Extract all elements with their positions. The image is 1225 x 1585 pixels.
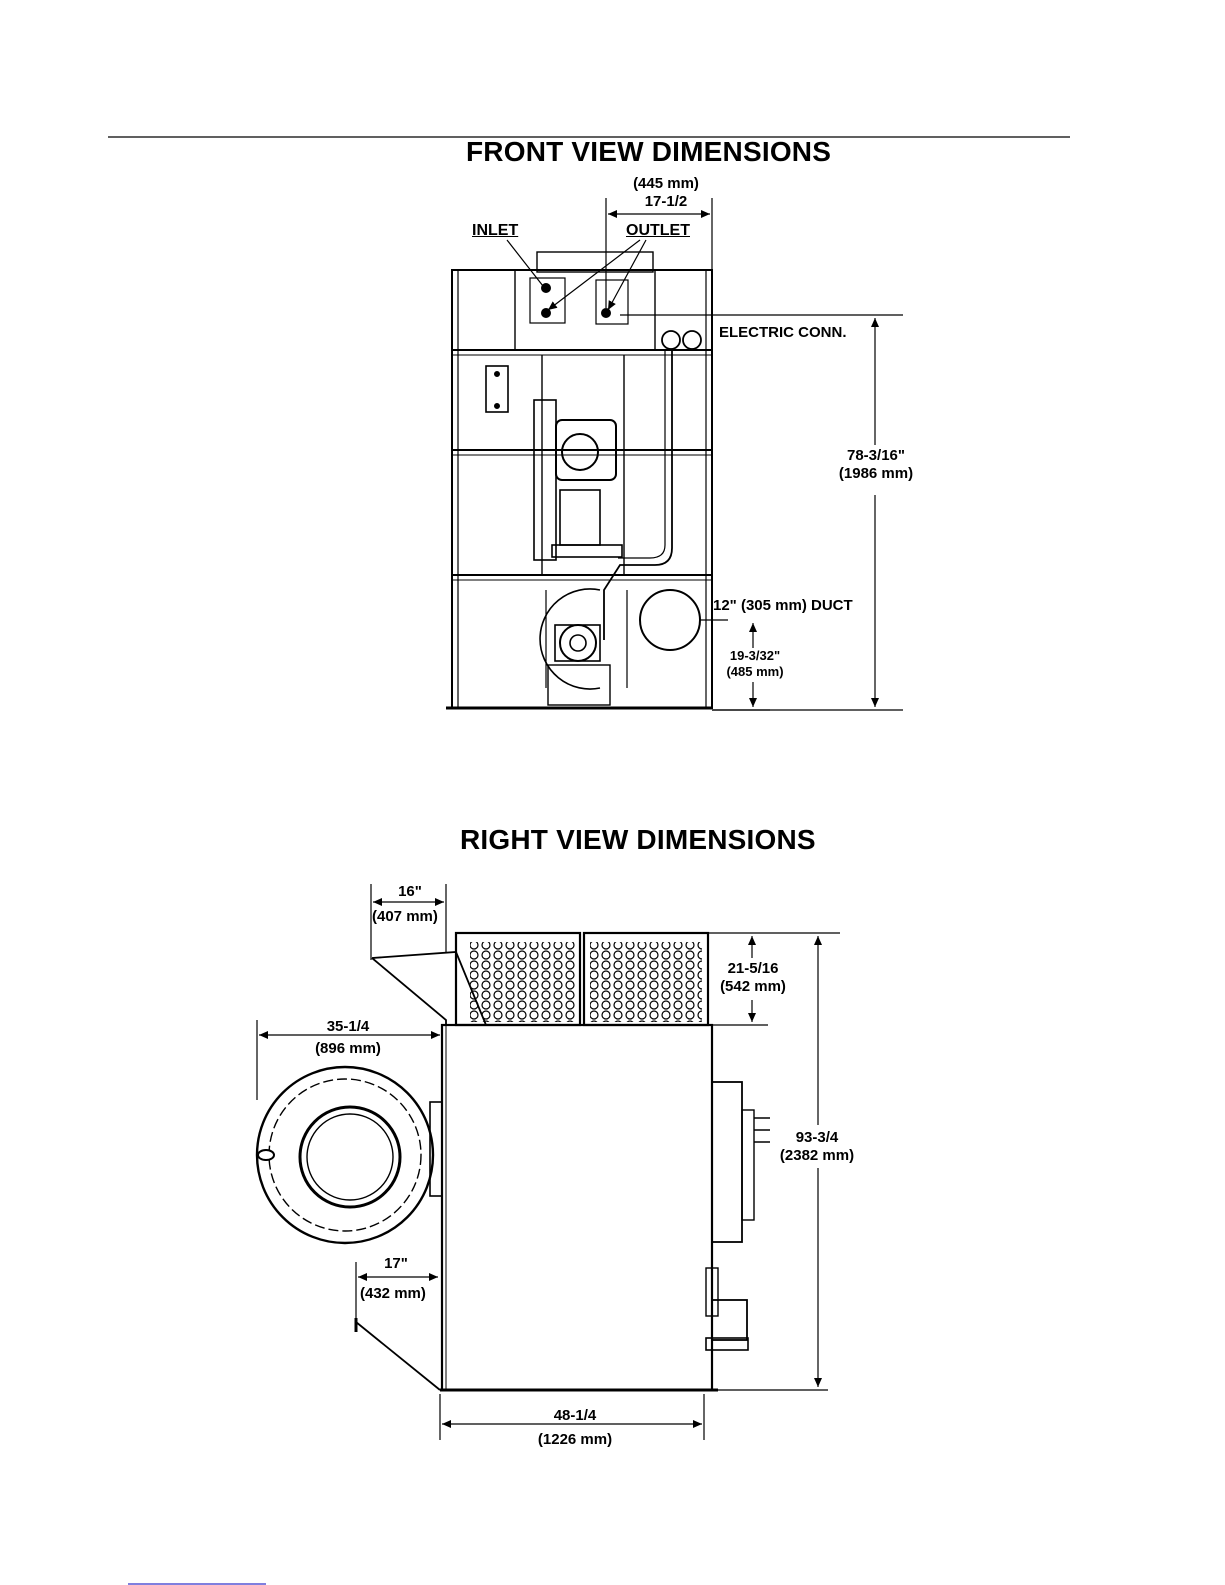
front-view-title: FRONT VIEW DIMENSIONS xyxy=(466,136,831,168)
front-duct xyxy=(640,590,700,650)
outlet-label: OUTLET xyxy=(626,223,690,239)
front-cabinet xyxy=(452,270,712,708)
right-door-glass xyxy=(300,1107,400,1207)
duct-height-mm: (485 mm) xyxy=(720,665,790,678)
hood-depth-mm: (407 mm) xyxy=(372,909,438,924)
total-height-mm: (2382 mm) xyxy=(770,1148,864,1163)
coil-height-in: 21-5/16 xyxy=(710,961,796,976)
lower-depth-mm: (432 mm) xyxy=(360,1286,426,1301)
outlet-spacing-mm: (445 mm) xyxy=(616,176,716,191)
front-height-mm: (1986 mm) xyxy=(830,466,922,481)
right-lint-hood xyxy=(372,952,486,1025)
lower-depth-in: 17" xyxy=(366,1256,426,1271)
right-view-title: RIGHT VIEW DIMENSIONS xyxy=(460,824,816,856)
depth-mm: (1226 mm) xyxy=(525,1432,625,1447)
front-height-in: 78-3/16" xyxy=(830,448,922,463)
front-blower xyxy=(540,589,600,689)
coil-height-mm: (542 mm) xyxy=(710,979,796,994)
duct-height-in: 19-3/32" xyxy=(720,649,790,662)
duct-label: 12" (305 mm) DUCT xyxy=(713,598,853,613)
inlet-label: INLET xyxy=(472,223,518,239)
electric-conn-label: ELECTRIC CONN. xyxy=(719,325,847,340)
right-control-box xyxy=(712,1082,742,1242)
total-height-in: 93-3/4 xyxy=(770,1130,864,1145)
drum-depth-mm: (896 mm) xyxy=(303,1041,393,1056)
drum-depth-in: 35-1/4 xyxy=(308,1019,388,1034)
front-view-drawing xyxy=(446,252,712,708)
right-lower-chute xyxy=(356,1322,440,1390)
right-view-drawing xyxy=(257,933,770,1390)
right-door-outer xyxy=(257,1067,433,1243)
depth-in: 48-1/4 xyxy=(530,1408,620,1423)
right-main-body xyxy=(442,1025,712,1390)
hood-depth-in: 16" xyxy=(380,884,440,899)
outlet-spacing-in: 17-1/2 xyxy=(616,194,716,209)
